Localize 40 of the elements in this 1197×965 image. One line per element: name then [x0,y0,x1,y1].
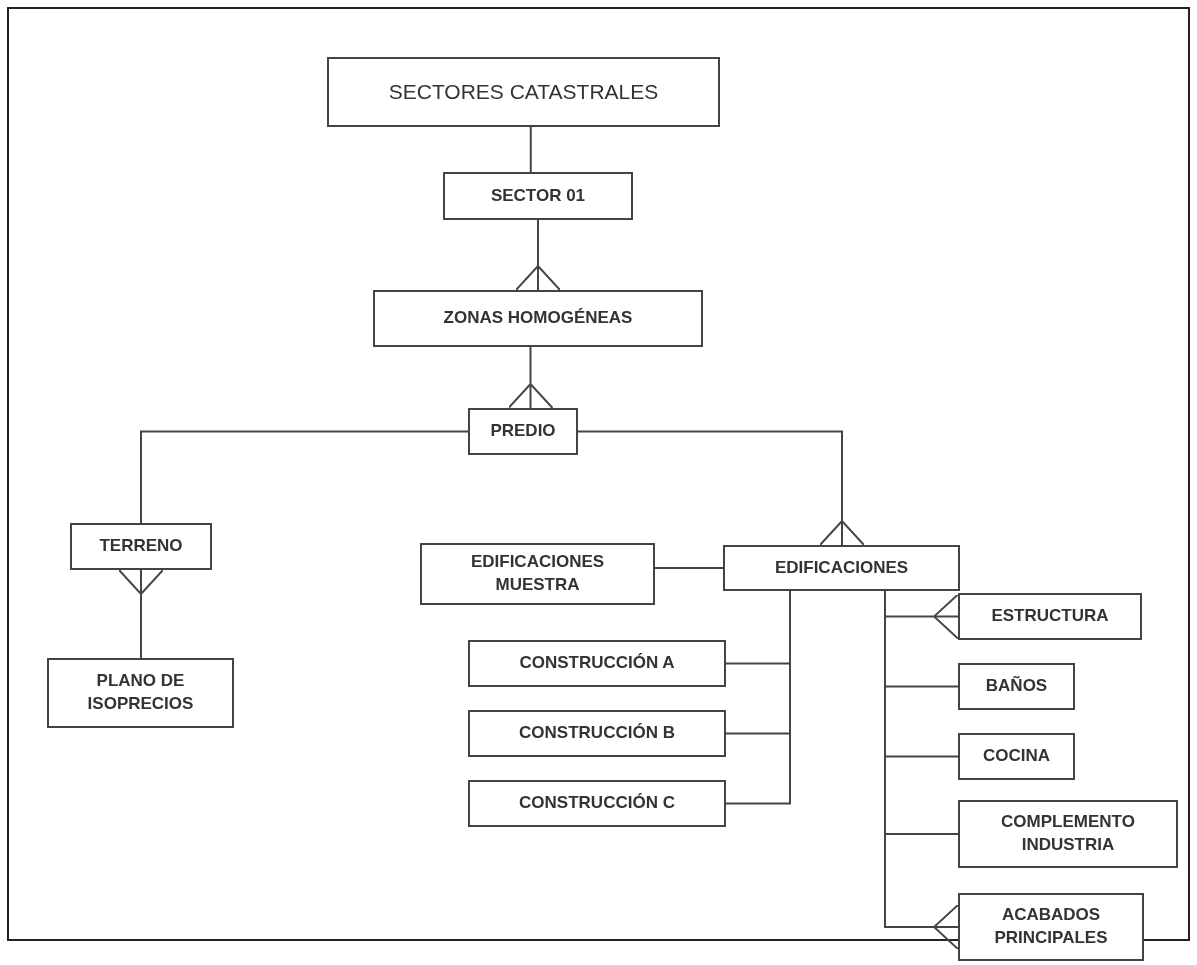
entity-label: TERRENO [99,535,183,558]
entity-box [723,545,960,591]
entity-label: ACABADOS PRINCIPALES [993,904,1109,949]
entity-box [958,893,1144,961]
entity-box [958,663,1075,710]
entity-label: COCINA [982,745,1051,768]
entity-box [468,408,578,455]
entity-label: SECTORES CATASTRALES [388,78,659,105]
entity-label: CONSTRUCCIÓN B [519,722,675,745]
entity-label: ESTRUCTURA [991,605,1109,628]
entity-box [958,733,1075,780]
entity-label: CONSTRUCCIÓN A [519,652,675,675]
entity-label: COMPLEMENTO INDUSTRIA [1000,811,1136,856]
connector-line [140,430,469,524]
connector-line [515,219,561,291]
entity-label: ZONAS HOMOGÉNEAS [443,307,633,330]
entity-box [958,593,1142,640]
entity-label: EDIFICACIONES MUESTRA [469,551,606,596]
entity-label: PLANO DE ISOPRECIOS [86,670,195,715]
connector-line [507,346,554,409]
entity-label: SECTOR 01 [490,184,586,207]
entity-label: EDIFICACIONES [774,556,909,579]
entity-box [468,640,726,687]
entity-box [468,710,726,757]
entity-box [327,57,720,127]
connector-line [529,126,532,173]
entity-label: PREDIO [490,420,556,443]
entity-label: BAÑOS [985,675,1048,698]
connector-line [118,569,164,659]
connector-line [577,430,865,546]
entity-box [420,543,655,605]
entity-box [47,658,234,728]
entity-box [70,523,212,570]
connector-line [725,590,791,805]
entity-box [373,290,703,347]
connector-line [654,567,724,569]
entity-label: CONSTRUCCIÓN C [519,792,675,815]
entity-box [958,800,1178,868]
entity-box [443,172,633,220]
entity-box [468,780,726,827]
